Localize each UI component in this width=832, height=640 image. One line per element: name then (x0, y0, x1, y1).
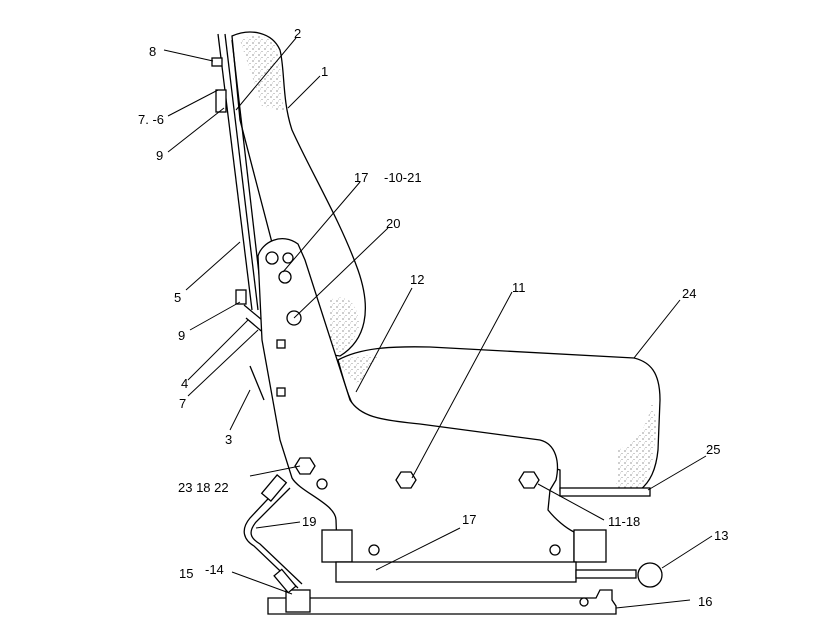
label-17-bottom: 17 (462, 512, 476, 527)
callout-labels: 8 2 1 7. -6 9 17 -10-21 20 12 11 24 5 9 … (138, 26, 728, 609)
label-7: 7 (179, 396, 186, 411)
label-19: 19 (302, 514, 316, 529)
label-9-top: 9 (156, 148, 163, 163)
label-14: -14 (205, 562, 224, 577)
label-20: 20 (386, 216, 400, 231)
base-rail (267, 589, 617, 615)
cable (243, 474, 303, 594)
seat-front-shading (616, 400, 656, 488)
label-24: 24 (682, 286, 696, 301)
label-17-top: 17 (354, 170, 368, 185)
label-5: 5 (174, 290, 181, 305)
label-15: 15 (179, 566, 193, 581)
backrest-cushion (231, 31, 366, 357)
label-7-6: 7. -6 (138, 112, 164, 127)
label-1: 1 (321, 64, 328, 79)
slide-mechanism (321, 487, 663, 588)
backrest-shading (240, 36, 285, 112)
leader-lines (163, 37, 713, 609)
label-12: 12 (410, 272, 424, 287)
label-4: 4 (181, 376, 188, 391)
label-23-18-22: 23 18 22 (178, 480, 229, 495)
side-frame-plate (257, 238, 575, 579)
label-16: 16 (698, 594, 712, 609)
label-2: 2 (294, 26, 301, 41)
backrest-rail (211, 33, 269, 401)
seat-rear-shading (338, 355, 378, 384)
label-13: 13 (714, 528, 728, 543)
label-9-mid: 9 (178, 328, 185, 343)
label-3: 3 (225, 432, 232, 447)
backrest-lower-shading (330, 297, 359, 356)
label-11-18: 11-18 (608, 514, 640, 529)
label-8: 8 (149, 44, 156, 59)
label-11: 11 (512, 280, 526, 295)
label-10-21: -10-21 (384, 170, 422, 185)
label-25: 25 (706, 442, 720, 457)
